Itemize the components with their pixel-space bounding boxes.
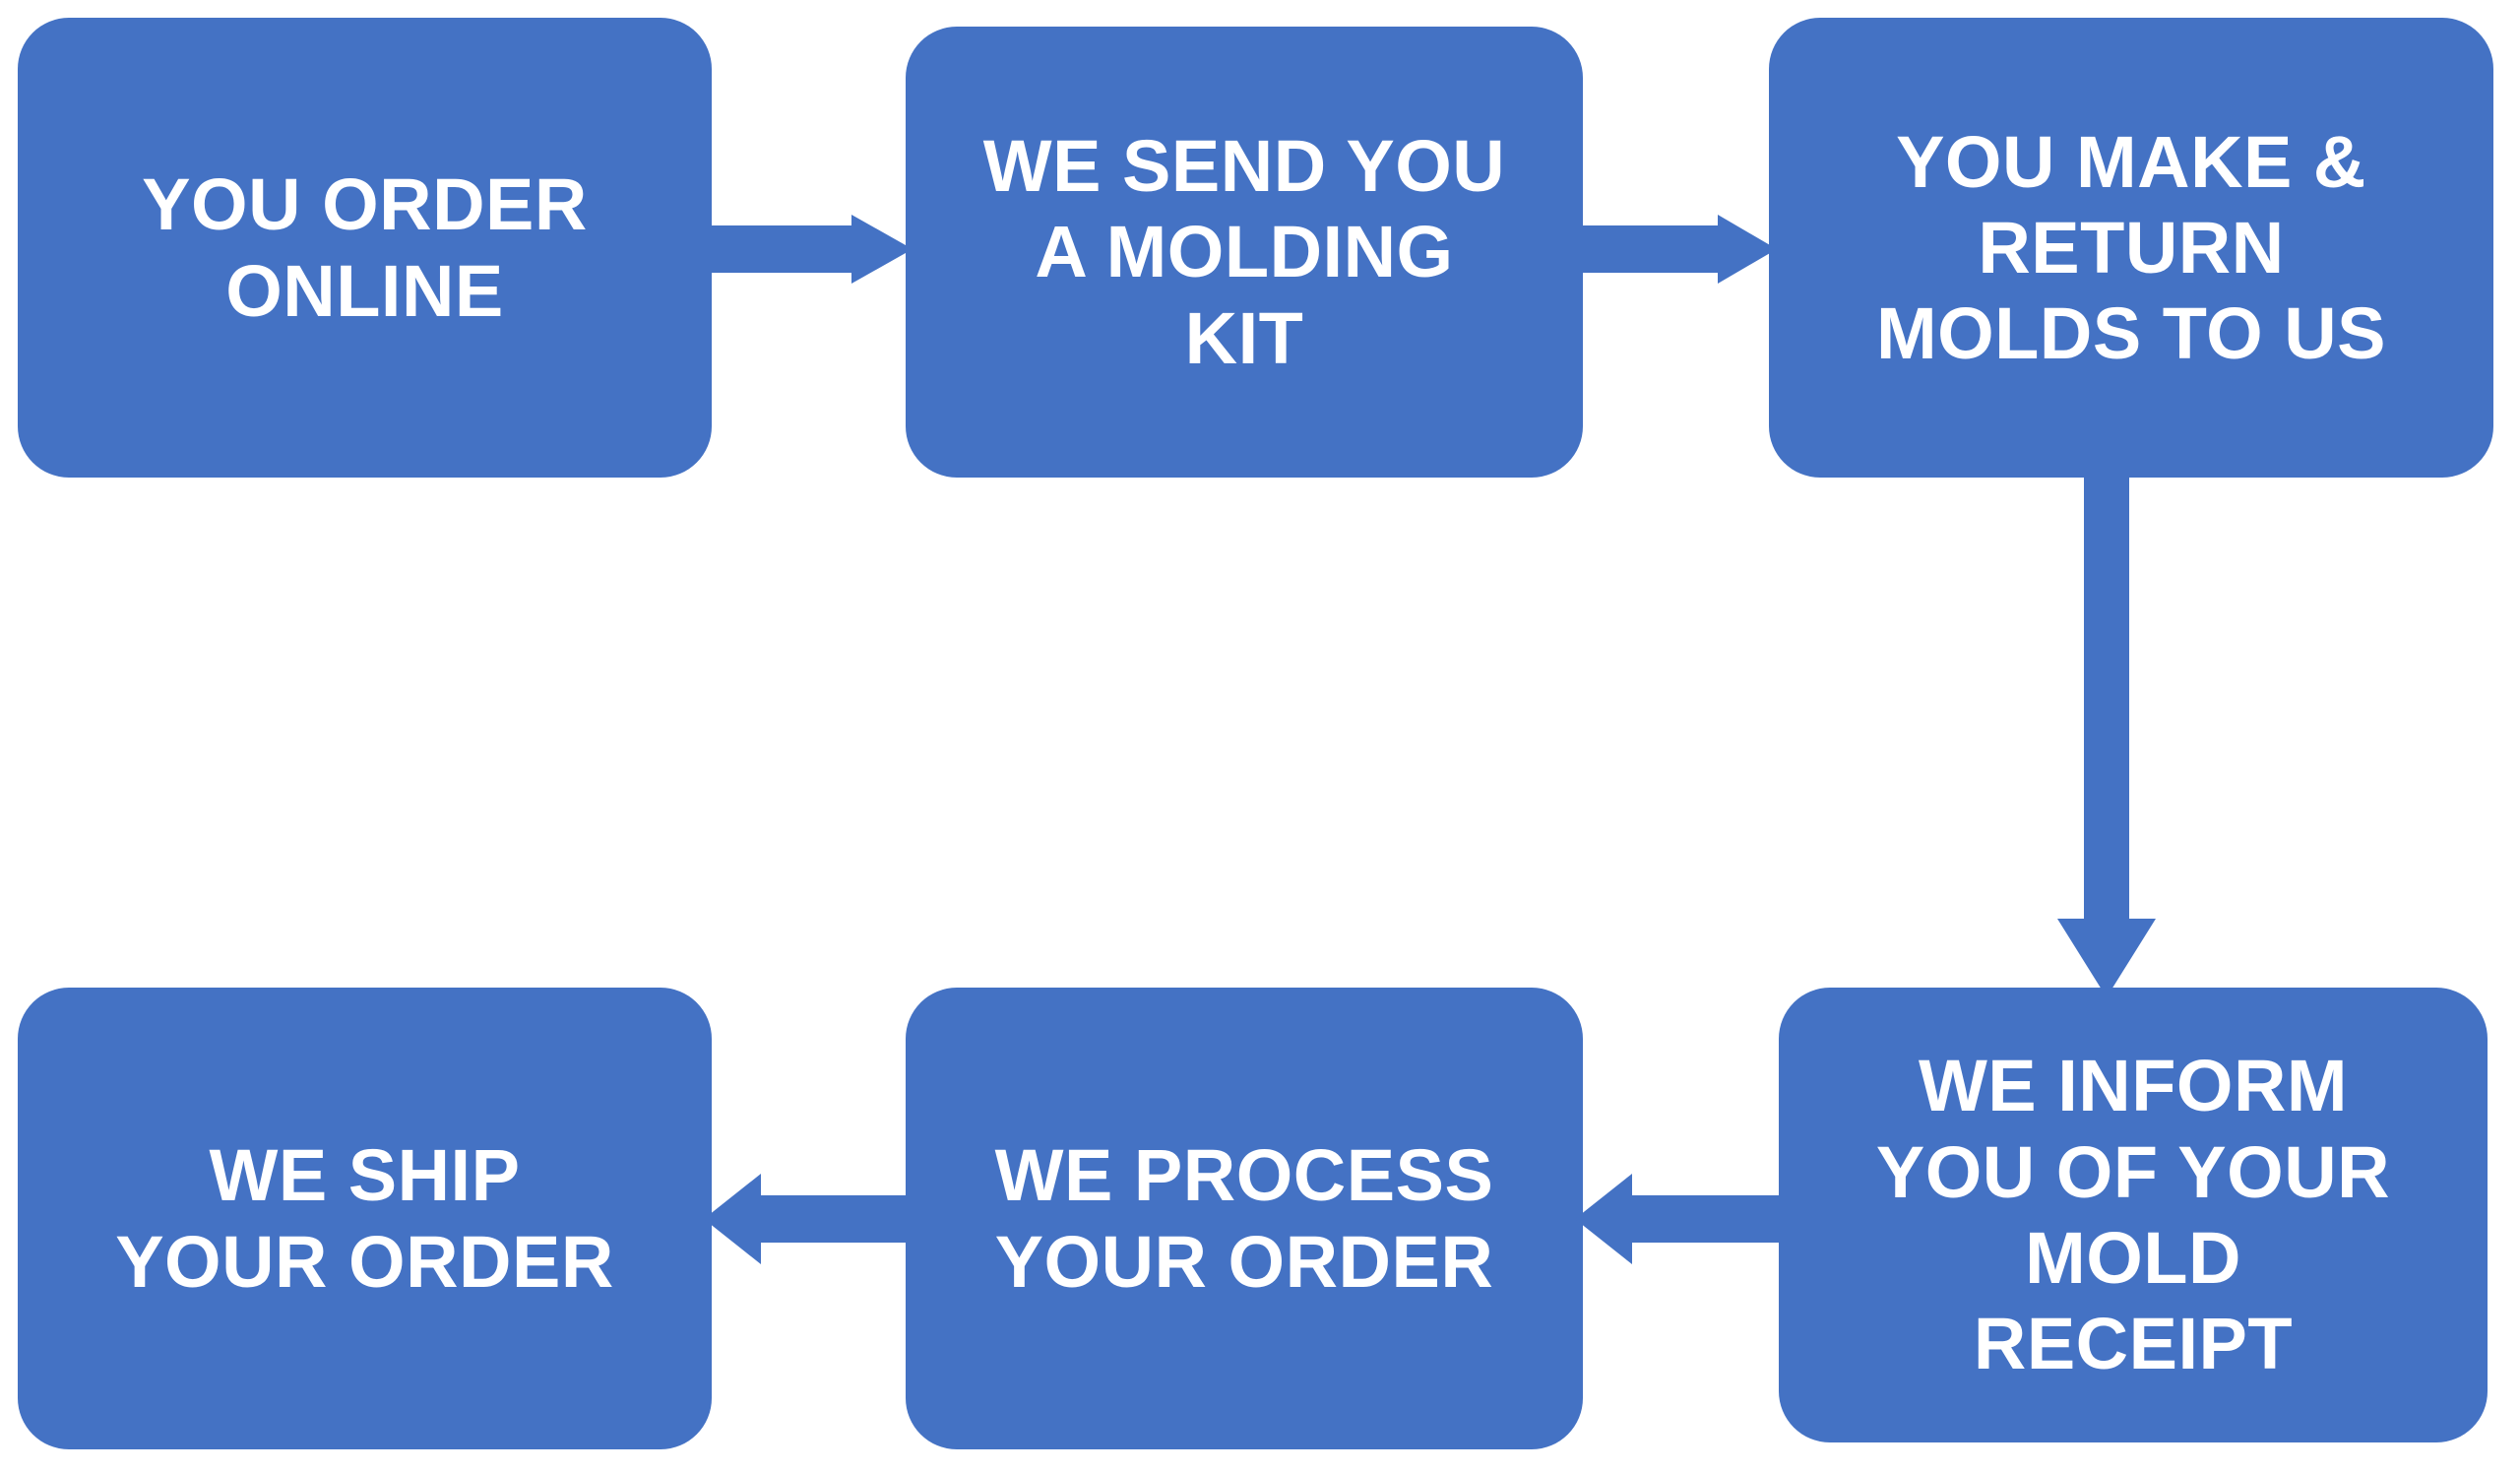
arrow-return-molds-to-mold-receipt xyxy=(2057,471,2156,997)
arrow-order-online-to-send-kit xyxy=(704,215,913,284)
flow-node-label: WE PROCESS YOUR ORDER xyxy=(994,1134,1494,1303)
flow-node-label: WE SEND YOU A MOLDING KIT xyxy=(982,125,1506,379)
flow-node-return-molds[interactable]: YOU MAKE & RETURN MOLDS TO US xyxy=(1769,18,2493,478)
flow-node-send-kit[interactable]: WE SEND YOU A MOLDING KIT xyxy=(906,27,1583,478)
flow-node-label: YOU ORDER ONLINE xyxy=(142,163,588,332)
flow-node-label: WE INFORM YOU OF YOUR MOLD RECEIPT xyxy=(1875,1045,2391,1385)
flow-node-process-order[interactable]: WE PROCESS YOUR ORDER xyxy=(906,988,1583,1449)
arrow-send-kit-to-return-molds xyxy=(1575,215,1777,284)
flow-node-label: YOU MAKE & RETURN MOLDS TO US xyxy=(1875,120,2387,375)
arrow-mold-receipt-to-process-order xyxy=(1575,1174,1787,1264)
flow-node-mold-receipt[interactable]: WE INFORM YOU OF YOUR MOLD RECEIPT xyxy=(1779,988,2488,1442)
arrow-process-order-to-ship-order xyxy=(704,1174,913,1264)
flow-node-order-online[interactable]: YOU ORDER ONLINE xyxy=(18,18,712,478)
flow-node-ship-order[interactable]: WE SHIP YOUR ORDER xyxy=(18,988,712,1449)
flow-node-label: WE SHIP YOUR ORDER xyxy=(115,1134,614,1303)
